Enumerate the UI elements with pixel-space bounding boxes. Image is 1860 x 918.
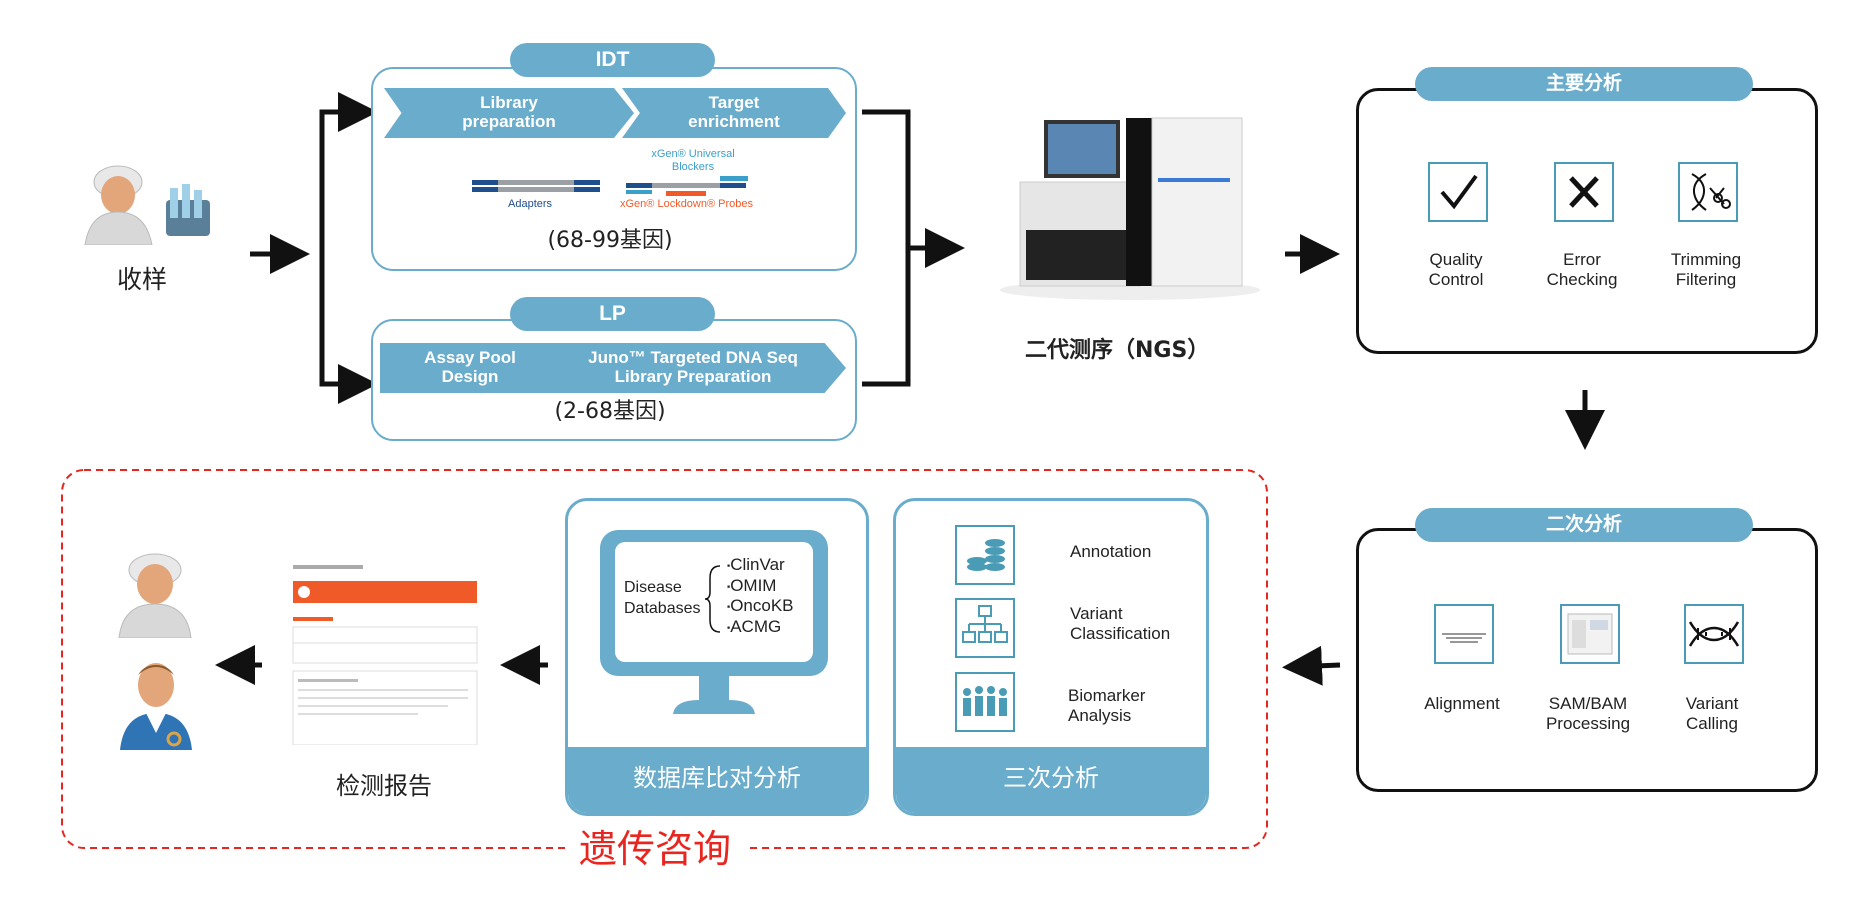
tertiary-item-label: Biomarker Analysis [1068,686,1146,725]
idt-header: IDT [510,43,715,77]
database-footer: 数据库比对分析 [633,764,801,792]
dna-helix-icon [1684,604,1744,664]
sequencer-icon [1000,117,1260,300]
idt-step-target-enrichment: Target enrichment [622,88,846,138]
secondary-analysis-header: 二次分析 [1415,508,1753,542]
primary-item-label: Error Checking [1546,250,1618,289]
secondary-item-label: Variant Calling [1685,694,1739,733]
database-item: ▪OMIM [727,575,777,595]
monitor-icon [600,530,828,714]
database-item: ▪OncoKB [727,596,794,616]
sample-label: 收样 [117,265,168,294]
brace-icon [704,565,721,633]
report-thumbnail [290,555,480,745]
tertiary-item-label: Annotation [1070,542,1152,561]
database-item: ▪ClinVar [727,555,785,574]
counseling-region [61,469,1268,849]
bam-processing-icon [1560,604,1620,664]
tertiary-analysis-footer: 三次分析 [1003,764,1099,792]
primary-analysis-header: 主要分析 [1415,67,1753,101]
idt-step-library-prep: Library preparation [384,88,634,138]
dna-scissors-icon [1678,162,1738,222]
alignment-icon [1434,604,1494,664]
lp-step-library-prep: Juno™ Targeted DNA Seq Library Preparati… [540,343,846,393]
patient-icon [118,553,192,638]
primary-item-label: Trimming Filtering [1670,250,1742,289]
lp-header: LP [510,297,715,331]
idt-gene-range: (68-99基因) [547,228,673,253]
hierarchy-icon [955,598,1015,658]
database-list: ▪ClinVar ▪OMIM ▪OncoKB ▪ACMG [727,555,794,637]
tertiary-analysis-panel [893,498,1209,816]
coin-stack-icon [955,525,1015,585]
counseling-label: 遗传咨询 [565,827,746,872]
secondary-item-label: Alignment [1424,694,1500,713]
lp-step-assay-design: Assay Pool Design [380,343,560,393]
doctor-icon [120,663,192,750]
idt-blockers-label: xGen® Universal Blockers [651,148,735,173]
idt-probes-label: xGen® Lockdown® Probes [620,198,753,210]
technician-icon [84,165,210,245]
idt-adapters-label: Adapters [508,198,553,210]
secondary-item-label: SAM/BAM Processing [1545,694,1631,733]
x-mark-icon [1554,162,1614,222]
primary-item-label: Quality Control [1428,250,1484,289]
checkmark-icon [1428,162,1488,222]
lp-gene-range: (2-68基因) [554,399,666,424]
arrow-secondary-to-tertiary [1282,645,1341,686]
people-group-icon [955,672,1015,732]
database-item: ▪ACMG [727,616,782,636]
report-label: 检测报告 [336,772,432,800]
database-left-label: Disease Databases [624,579,701,617]
ngs-label: 二代测序（NGS） [1025,338,1210,363]
idt-molecule-diagram [472,176,748,196]
tertiary-item-label: Variant Classification [1070,604,1171,643]
